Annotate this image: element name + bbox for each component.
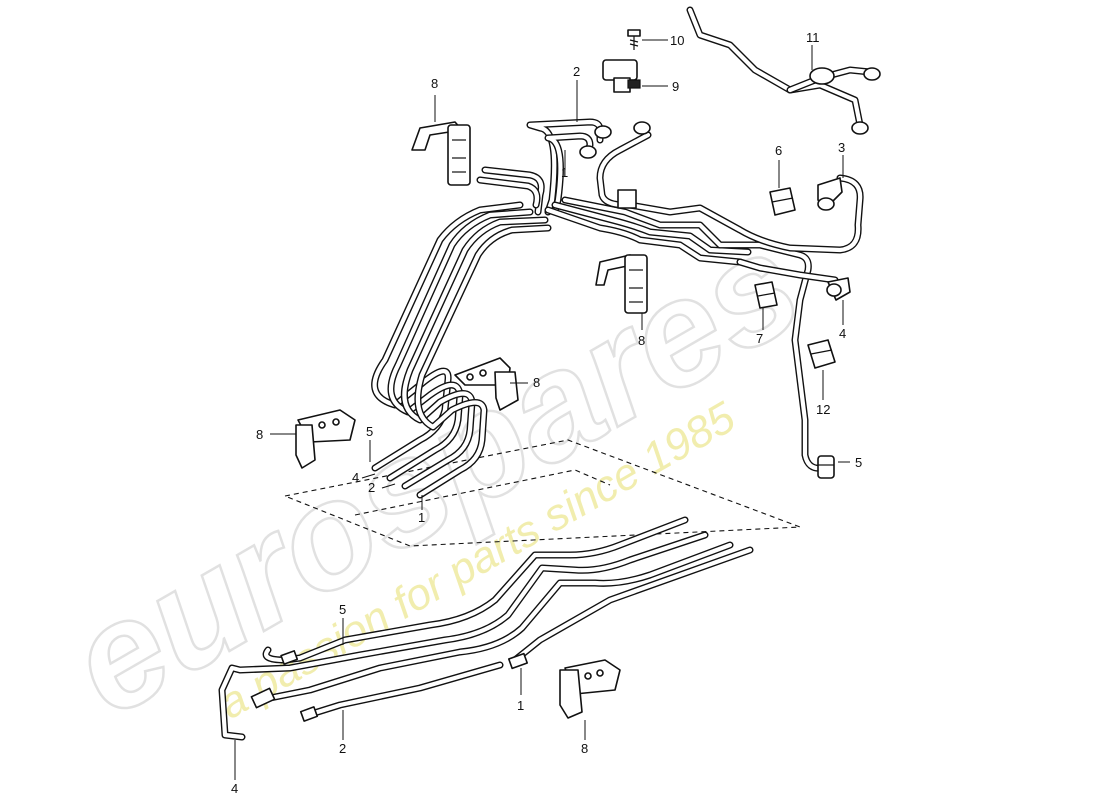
- callout-labels: 2 1 8 3 6 11 10 9 8 7 4 12 8 8 5 4 2 1 5…: [231, 30, 862, 796]
- pipe-bundle-lower: [218, 516, 754, 741]
- callout-1-bot: 1: [517, 698, 524, 713]
- callout-2-bot: 2: [339, 741, 346, 756]
- callout-6: 6: [775, 143, 782, 158]
- clip-part-6: [769, 187, 796, 216]
- clip-part-12: [807, 339, 836, 369]
- callout-7: 7: [756, 331, 763, 346]
- callout-5-right: 5: [855, 455, 862, 470]
- callout-12: 12: [816, 402, 830, 417]
- fitting-upper-c: [633, 121, 651, 135]
- callout-4-mid: 4: [352, 470, 359, 485]
- junction-block: [617, 189, 637, 209]
- clamp-part-8-clip: [454, 357, 519, 411]
- fitting-part-3: [817, 177, 843, 211]
- callout-8-left: 8: [256, 427, 263, 442]
- bolt-part-10: [627, 29, 641, 50]
- callout-2-top: 2: [573, 64, 580, 79]
- hose-part-11: [686, 6, 881, 135]
- callout-11: 11: [806, 30, 820, 45]
- leader-lines: [234, 39, 850, 780]
- sensor-part-9: [602, 59, 641, 93]
- callout-4-right: 4: [839, 326, 846, 341]
- callout-10: 10: [670, 33, 684, 48]
- callout-8-clip: 8: [533, 375, 540, 390]
- callout-4-bot: 4: [231, 781, 238, 796]
- pipe-bundle-upper: [476, 118, 839, 472]
- callout-9: 9: [672, 79, 679, 94]
- fitting-part-5: [817, 455, 835, 479]
- clip-part-7: [754, 281, 778, 309]
- callout-8-topleft: 8: [431, 76, 438, 91]
- fitting-upper-b: [579, 145, 597, 159]
- clamp-part-8-bottom: [559, 659, 621, 719]
- fitting-upper-a: [594, 125, 612, 139]
- callout-3: 3: [838, 140, 845, 155]
- callout-5-mid: 5: [366, 424, 373, 439]
- clamp-part-8-topleft: [411, 121, 471, 186]
- clamp-part-8-left: [295, 409, 356, 469]
- pipe-bundle-main: [371, 201, 552, 499]
- callout-1-mid: 1: [418, 510, 425, 525]
- callout-1-top: 1: [561, 165, 568, 180]
- callout-8-bottom: 8: [581, 741, 588, 756]
- callout-8-center: 8: [638, 333, 645, 348]
- clamp-part-8-center: [595, 254, 648, 314]
- detail-frame-inner: [354, 469, 611, 516]
- fitting-part-4: [826, 277, 851, 301]
- callout-2-mid: 2: [368, 480, 375, 495]
- callout-5-bot: 5: [339, 602, 346, 617]
